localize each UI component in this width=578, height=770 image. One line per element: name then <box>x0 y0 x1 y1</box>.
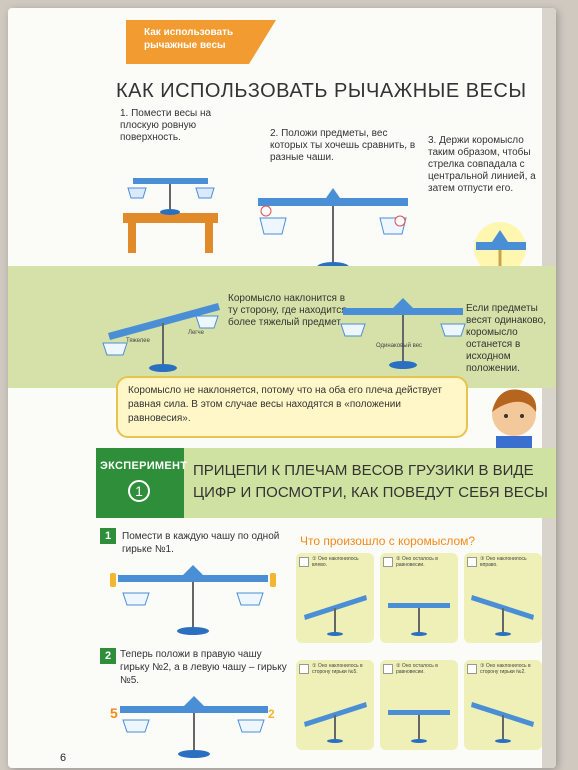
option-card-row1-2[interactable]: ② Оно осталось в равновесии. <box>380 553 458 643</box>
option-card-row2-1[interactable]: ① Оно наклонилось в сторону гирьки №5. <box>296 660 374 750</box>
pointer-closeup-illustration <box>474 222 526 275</box>
boy-character-illustration <box>492 389 537 454</box>
balanced-scale-illustration <box>340 298 466 369</box>
task-1-text: Помести в каждую чашу по одной гирьке №1… <box>122 531 280 555</box>
task-2-text: Теперь положи в правую чашу гирьку №2, а… <box>120 649 287 686</box>
tilted-scale-illustration <box>102 303 220 372</box>
checkbox[interactable] <box>467 557 477 567</box>
option-card-row1-3[interactable]: ③ Оно наклонилось вправо. <box>464 553 542 643</box>
option-text: ③ Оно наклонилось в сторону гирьки №2. <box>480 663 531 675</box>
binding-strip <box>542 8 556 768</box>
option-card-row2-3[interactable]: ③ Оно наклонилось в сторону гирьки №2. <box>464 660 542 750</box>
task-2-number: 2 <box>100 648 116 664</box>
task-1-number: 1 <box>100 528 116 544</box>
page-number: 6 <box>60 752 67 764</box>
task-2-scale-illustration: 5 2 <box>110 696 275 758</box>
same-weight-label: Одинаковый вес <box>376 343 423 349</box>
experiment-label: ЭКСПЕРИМЕНТ <box>100 460 188 472</box>
section-tag-line2: рычажные весы <box>144 40 226 51</box>
balanced-scale-icon <box>388 710 450 743</box>
speech-bubble: Коромысло не наклоняется, потому что на … <box>116 376 468 438</box>
task-1-scale-illustration <box>110 565 276 635</box>
step-1-text: 1. Помести весы на плоскую ровную поверх… <box>120 108 212 143</box>
weight-2-label: 2 <box>268 707 275 721</box>
tilt-left-scale-icon <box>304 702 367 743</box>
option-text: ② Оно осталось в равновесии. <box>396 663 438 675</box>
experiment-number: 1 <box>128 480 150 502</box>
option-text: ① Оно наклонилось влево. <box>312 556 359 568</box>
experiment-title: ПРИЦЕПИ К ПЛЕЧАМ ВЕСОВ ГРУЗИКИ В ВИДЕ ЦИ… <box>193 462 548 501</box>
balance-explanation: Если предметы весят одинаково, коромысло… <box>466 303 546 374</box>
tilt-explanation: Коромысло наклонится в ту сторону, где н… <box>228 293 347 328</box>
checkbox[interactable] <box>299 664 309 674</box>
scale-with-unknown-items-illustration <box>258 188 408 272</box>
tilt-left-scale-icon <box>304 595 367 636</box>
option-text: ③ Оно наклонилось вправо. <box>480 556 527 568</box>
step-2-text: 2. Положи предметы, вес которых ты хочеш… <box>270 128 416 163</box>
question-title: Что произошло с коромыслом? <box>300 534 476 548</box>
option-text: ① Оно наклонилось в сторону гирьки №5. <box>312 663 363 675</box>
heavy-label: Тяжелее <box>126 338 150 344</box>
workbook-page: Как использовать рычажные весы КАК ИСПОЛ… <box>8 8 556 768</box>
option-card-row1-1[interactable]: ① Оно наклонилось влево. <box>296 553 374 643</box>
checkbox[interactable] <box>383 664 393 674</box>
scale-on-table-illustration <box>123 178 218 253</box>
option-card-row2-2[interactable]: ② Оно осталось в равновесии. <box>380 660 458 750</box>
tilt-right-scale-icon <box>471 702 534 743</box>
weight-5-label: 5 <box>110 705 118 721</box>
tilt-right-scale-icon <box>471 595 534 636</box>
page-title: КАК ИСПОЛЬЗОВАТЬ РЫЧАЖНЫЕ ВЕСЫ <box>116 80 527 102</box>
light-label: Легче <box>188 330 204 336</box>
option-text: ② Оно осталось в равновесии. <box>396 556 438 568</box>
balanced-scale-icon <box>388 603 450 636</box>
experiment-badge: ЭКСПЕРИМЕНТ 1 <box>96 448 188 518</box>
checkbox[interactable] <box>467 664 477 674</box>
checkbox[interactable] <box>299 557 309 567</box>
section-tag: Как использовать рычажные весы <box>126 20 276 64</box>
step-3-text: 3. Держи коромысло таким образом, чтобы … <box>428 135 536 194</box>
explanation-band <box>8 266 556 388</box>
checkbox[interactable] <box>383 557 393 567</box>
section-tag-line1: Как использовать <box>144 27 234 38</box>
